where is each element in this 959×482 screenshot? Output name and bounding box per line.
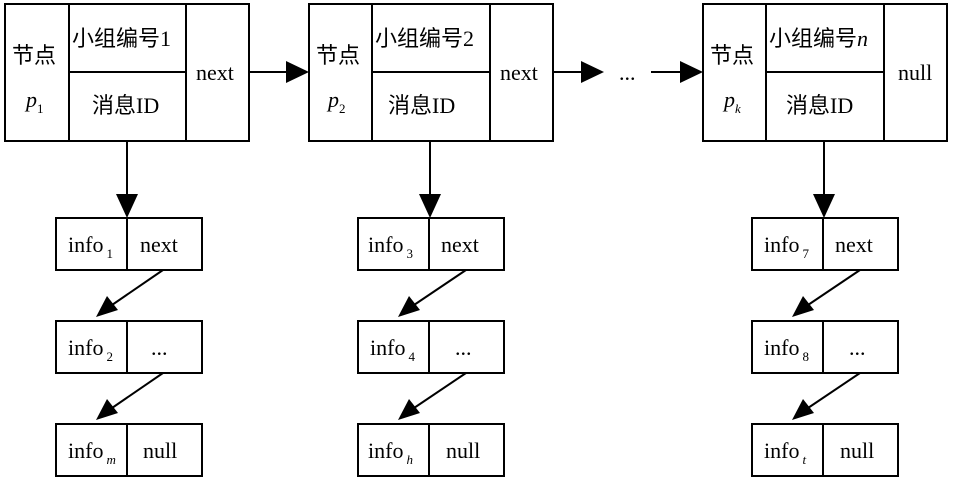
- col2-diag-arrow-2-line: [413, 372, 467, 409]
- node-k-pointer-label: pk: [722, 87, 741, 116]
- col2-down-arrow-head: [419, 194, 441, 218]
- node-1-group-label: 小组编号1: [72, 26, 171, 51]
- colk-diag-arrow-1-line: [807, 269, 861, 306]
- col1-cell-3: [55, 423, 203, 477]
- col1-cell-1-right: next: [140, 232, 178, 257]
- col2-cell-3-right: null: [446, 438, 480, 463]
- col1-diag-arrow-1-line: [111, 269, 164, 306]
- node-1-label: 节点: [12, 43, 56, 68]
- arrow-node1-to-node2-head: [286, 61, 309, 83]
- col2-cell-3: [357, 423, 505, 477]
- col1-diag-arrow-2-head: [96, 399, 118, 420]
- colk-cell-2-right: ...: [849, 335, 866, 360]
- col2-diag-arrow-1-line: [413, 269, 467, 306]
- node-2-label: 节点: [316, 43, 360, 68]
- col2-diag-arrow-2-head: [398, 399, 420, 420]
- arrow-ellipsis-to-nodek-head: [680, 61, 703, 83]
- node-k-label: 节点: [710, 43, 754, 68]
- node-1-message-id: 消息ID: [92, 93, 159, 118]
- col1-diag-arrow-2-line: [111, 372, 164, 409]
- node-k-group-label: 小组编号n: [769, 26, 868, 51]
- node-2-message-id: 消息ID: [388, 93, 455, 118]
- node-1-pointer-label: p1: [24, 87, 44, 116]
- node-2-next-label: next: [500, 60, 538, 85]
- node-1-next-label: next: [196, 60, 234, 85]
- node-2: 节点 p2 小组编号2 消息ID next: [308, 3, 554, 142]
- colk-down-arrow-head: [813, 194, 835, 218]
- col1-diag-arrow-1-head: [96, 296, 118, 317]
- col2-cell-2: [357, 320, 505, 374]
- node-k-null-label: null: [898, 60, 932, 85]
- colk-diag-arrow-2-head: [792, 399, 814, 420]
- colk-cell-3: [751, 423, 899, 477]
- col2-cell-1: [357, 217, 505, 271]
- col1-down-arrow-head: [116, 194, 138, 218]
- colk-diag-arrow-1-head: [792, 296, 814, 317]
- colk-diag-arrow-2-line: [807, 372, 861, 409]
- arrow-node2-to-ellipsis-head: [581, 61, 604, 83]
- colk-cell-1: [751, 217, 899, 271]
- node-k-message-id: 消息ID: [786, 93, 853, 118]
- colk-cell-1-right: next: [835, 232, 873, 257]
- col1-cell-1: [55, 217, 203, 271]
- node-k: 节点 pk 小组编号n 消息ID null: [702, 3, 948, 142]
- col1-cell-2-right: ...: [151, 335, 168, 360]
- colk-cell-3-right: null: [840, 438, 874, 463]
- col1-cell-2: [55, 320, 203, 374]
- ellipsis: ...: [619, 60, 636, 85]
- col1-cell-3-right: null: [143, 438, 177, 463]
- col2-cell-1-right: next: [441, 232, 479, 257]
- col2-diag-arrow-1-head: [398, 296, 420, 317]
- colk-cell-2: [751, 320, 899, 374]
- node-2-pointer-label: p2: [326, 87, 346, 116]
- node-2-group-label: 小组编号2: [375, 26, 474, 51]
- col2-cell-2-right: ...: [455, 335, 472, 360]
- node-1: 节点 p1 小组编号1 消息ID next: [4, 3, 250, 142]
